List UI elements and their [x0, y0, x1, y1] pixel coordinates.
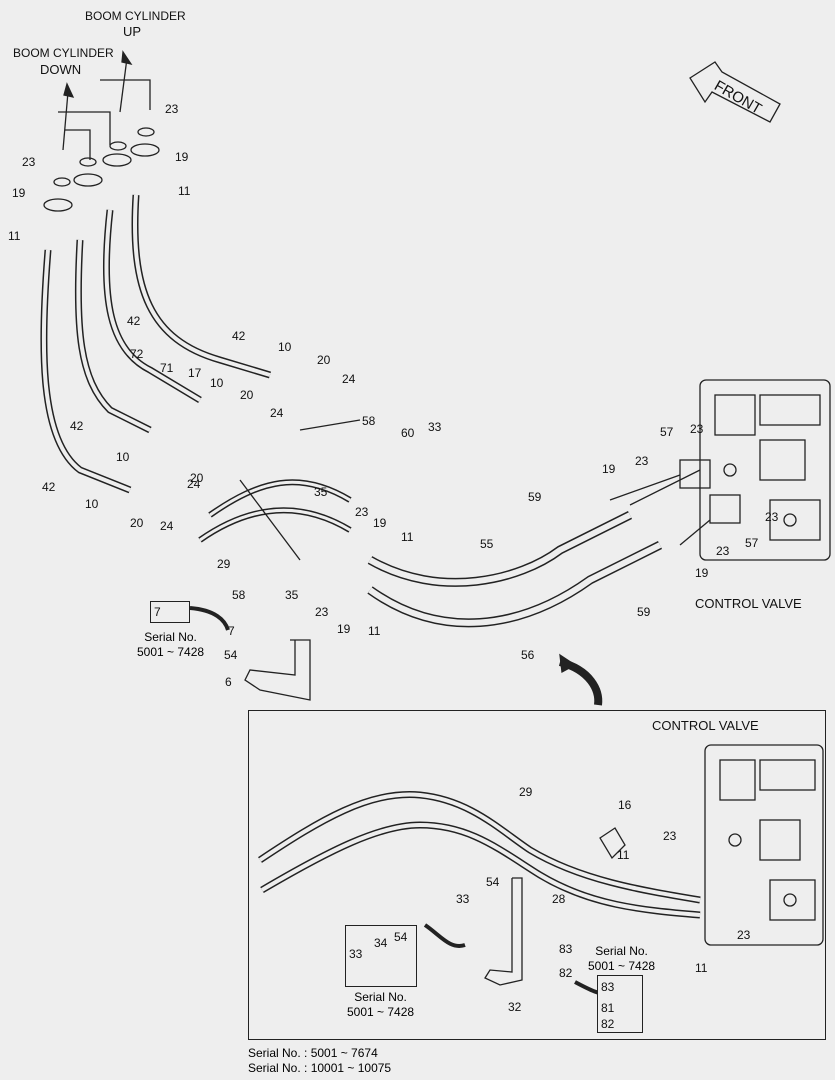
part-23-e: 23: [635, 454, 649, 468]
part-59-b: 59: [637, 605, 651, 619]
boom-up-label-line2: UP: [123, 24, 142, 39]
serial-range-b: 5001 ~ 7428: [347, 1005, 415, 1019]
serial-note-a: Serial No. 5001 ~ 7428: [137, 630, 204, 660]
part-59-a: 59: [528, 490, 542, 504]
inset-part-23-b: 23: [737, 928, 751, 942]
inset-part-32: 32: [508, 1000, 522, 1014]
inset-part-82: 82: [559, 966, 573, 980]
part-20-a: 20: [317, 353, 331, 367]
part-24-b: 24: [270, 406, 284, 420]
part-57-b: 57: [745, 536, 759, 550]
callout-part-34: 34: [374, 936, 388, 950]
part-56: 56: [521, 648, 535, 662]
inset-part-28: 28: [552, 892, 566, 906]
serial-label-a: Serial No.: [144, 630, 197, 644]
part-10-a: 10: [278, 340, 292, 354]
part-35-a: 35: [314, 485, 328, 499]
part-10-c: 10: [116, 450, 130, 464]
part-19-b: 19: [12, 186, 26, 200]
part-11-c: 11: [401, 530, 414, 544]
part-23-d: 23: [315, 605, 329, 619]
serial-label-b: Serial No.: [354, 990, 407, 1004]
control-valve-label: CONTROL VALVE: [695, 596, 802, 611]
part-42-c: 42: [70, 419, 84, 433]
footer-line-2: Serial No. : 10001 ~ 10075: [248, 1061, 392, 1075]
part-24-a: 24: [342, 372, 356, 386]
inset-part-29: 29: [519, 785, 533, 799]
inset-part-54: 54: [486, 875, 500, 889]
inset-control-valve-label: CONTROL VALVE: [652, 718, 759, 733]
boom-up-label-line1: BOOM CYLINDER: [85, 9, 186, 23]
part-17: 17: [188, 366, 202, 380]
callout-part-33: 33: [349, 947, 363, 961]
boom-down-label-line1: BOOM CYLINDER: [13, 46, 114, 60]
part-23-f: 23: [690, 422, 704, 436]
part-20-c: 20: [190, 471, 204, 485]
inset-detail-box: [248, 710, 826, 1040]
part-60: 60: [401, 426, 415, 440]
part-11-a: 11: [178, 184, 191, 198]
part-33-a: 33: [428, 420, 442, 434]
inset-part-83: 83: [559, 942, 573, 956]
callout-part-83: 83: [601, 980, 615, 994]
part-71: 71: [160, 361, 174, 375]
inset-part-16: 16: [618, 798, 632, 812]
serial-note-b: Serial No. 5001 ~ 7428: [347, 990, 414, 1020]
part-19-a: 19: [175, 150, 189, 164]
callout-part-54: 54: [394, 930, 408, 944]
part-11-d: 11: [368, 624, 381, 638]
inset-part-33: 33: [456, 892, 470, 906]
part-54-a: 54: [224, 648, 238, 662]
part-19-c: 19: [373, 516, 387, 530]
part-19-d: 19: [337, 622, 351, 636]
part-7: 7: [228, 624, 235, 638]
inset-part-23-a: 23: [663, 829, 677, 843]
inset-part-11-b: 11: [695, 961, 708, 975]
part-24-c: 24: [187, 477, 201, 491]
footer-serials: Serial No. : 5001 ~ 7674 Serial No. : 10…: [248, 1046, 391, 1076]
part-23-b: 23: [22, 155, 36, 169]
callout-part-81: 81: [601, 1001, 615, 1015]
part-10-b: 10: [210, 376, 224, 390]
callout-box-83-81-82: 83 81 82: [597, 975, 643, 1033]
part-11-b: 11: [8, 229, 21, 243]
part-55: 55: [480, 537, 494, 551]
part-20-b: 20: [240, 388, 254, 402]
part-42-b: 42: [232, 329, 246, 343]
serial-range-a: 5001 ~ 7428: [137, 645, 205, 659]
part-24-d: 24: [160, 519, 174, 533]
part-23-c: 23: [355, 505, 369, 519]
part-23-g: 23: [765, 510, 779, 524]
callout-box-7: 7: [150, 601, 190, 623]
serial-label-c: Serial No.: [595, 944, 648, 958]
part-23-h: 23: [716, 544, 730, 558]
part-20-d: 20: [130, 516, 144, 530]
boom-down-label-line2: DOWN: [40, 62, 82, 77]
part-57-a: 57: [660, 425, 674, 439]
part-19-e: 19: [602, 462, 616, 476]
inset-part-11-a: 11: [617, 848, 630, 862]
part-23-a: 23: [165, 102, 179, 116]
part-29-a: 29: [217, 557, 231, 571]
part-72: 72: [130, 347, 144, 361]
part-10-d: 10: [85, 497, 99, 511]
part-58-a: 58: [362, 414, 376, 428]
part-42-a: 42: [127, 314, 141, 328]
serial-note-c: Serial No. 5001 ~ 7428: [588, 944, 655, 974]
part-42-d: 42: [42, 480, 56, 494]
serial-range-c: 5001 ~ 7428: [588, 959, 656, 973]
callout-box-33-34-54: 33 34 54: [345, 925, 417, 987]
callout-part-7: 7: [154, 605, 161, 619]
part-6: 6: [225, 675, 232, 689]
part-35-b: 35: [285, 588, 299, 602]
part-58-b: 58: [232, 588, 246, 602]
callout-part-82: 82: [601, 1017, 615, 1031]
part-19-f: 19: [695, 566, 709, 580]
footer-line-1: Serial No. : 5001 ~ 7674: [248, 1046, 378, 1060]
